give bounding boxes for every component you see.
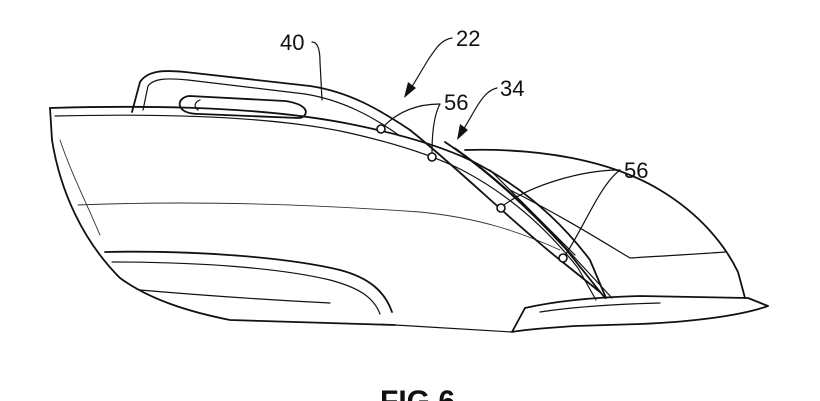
seal-strip-outer [444, 141, 606, 299]
arrow-34 [457, 124, 468, 140]
point-56-1 [376, 124, 386, 134]
leader-lines [311, 37, 621, 255]
canopy-inner-edge [142, 78, 401, 137]
label-56-top: 56 [444, 90, 468, 115]
leader-56b-2 [565, 169, 621, 255]
leader-56b-1 [503, 169, 621, 206]
leader-56a-2 [431, 103, 441, 154]
tail-lip-inner [539, 302, 661, 313]
leader-56a-1 [383, 103, 441, 127]
label-40: 40 [280, 30, 304, 55]
fairing-crease [509, 189, 726, 259]
aircraft-body [49, 105, 607, 326]
label-56-lower: 56 [624, 158, 648, 183]
canopy-assembly [131, 70, 613, 299]
canopy-slot-inner [194, 99, 201, 111]
fairing-panel [489, 169, 576, 256]
arrow-22 [404, 82, 416, 98]
panel-line [77, 202, 561, 251]
leader-22 [409, 37, 453, 91]
fairing-top [464, 148, 746, 299]
label-34: 34 [500, 76, 524, 101]
leader-40 [311, 41, 323, 101]
leader-34 [461, 87, 498, 133]
panel-line-2 [59, 139, 101, 236]
point-56-3 [496, 203, 506, 213]
reference-points [376, 124, 568, 263]
seal-strip-inner [454, 147, 613, 299]
point-56-4 [558, 253, 568, 263]
hull-top-edge [49, 107, 396, 326]
reference-labels: 40 22 34 56 56 FIG.6 [280, 26, 648, 401]
tail-lip [511, 295, 769, 333]
hull-inner-line [54, 114, 597, 301]
label-22: 22 [456, 26, 480, 51]
point-56-2 [427, 152, 437, 162]
lower-body-bottom [139, 289, 331, 304]
canopy-outline [131, 70, 601, 293]
rear-fairing [394, 148, 769, 333]
figure-caption: FIG.6 [380, 385, 455, 401]
lower-body-inner [111, 261, 381, 315]
tail-lip-line [394, 324, 513, 333]
lower-body-curve [104, 250, 393, 313]
canopy-slot [178, 95, 307, 119]
